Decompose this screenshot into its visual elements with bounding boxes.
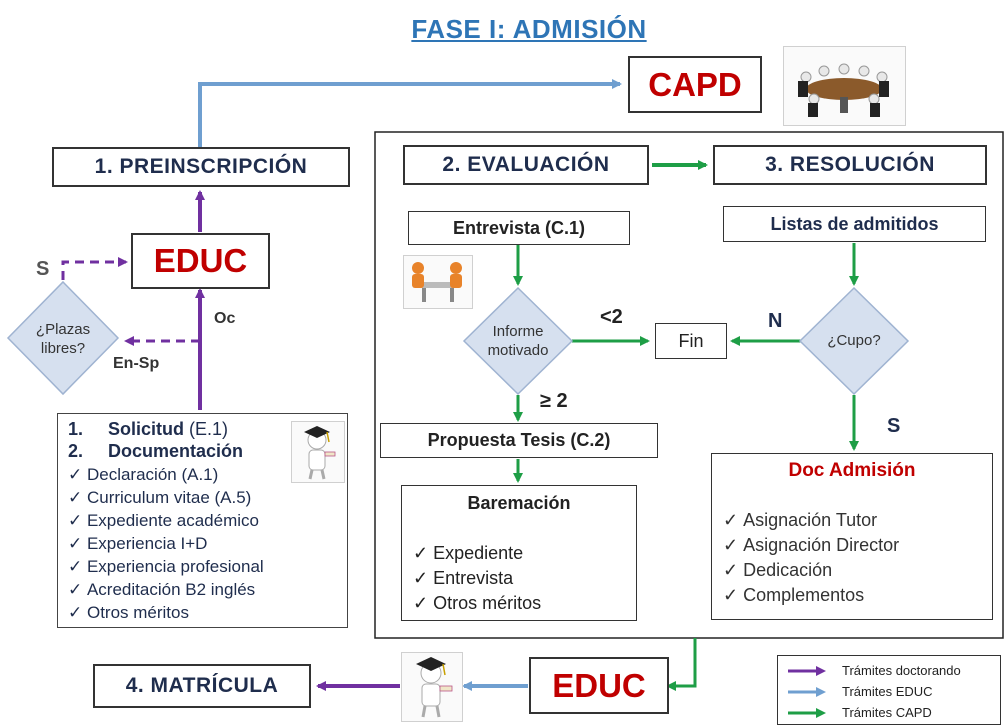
check-item: Experiencia profesional — [68, 555, 264, 578]
check-item: Curriculum vitae (A.5) — [68, 486, 264, 509]
graduate-icon — [304, 426, 336, 480]
plazas-diamond — [6, 280, 120, 396]
educ-top-label: EDUC — [153, 242, 248, 279]
label-ensp: En-Sp — [113, 355, 160, 372]
meeting-table-icon — [798, 63, 889, 117]
meeting-table-image — [783, 46, 906, 126]
propuesta-box[interactable]: Propuesta Tesis (C.2) — [380, 423, 658, 458]
check-item: Experiencia I+D — [68, 532, 264, 555]
legend-item: Trámites CAPD — [786, 705, 932, 720]
legend-arrow-icon — [788, 686, 826, 697]
informe-question: Informe motivado — [487, 323, 549, 359]
matricula-box[interactable]: 4. MATRÍCULA — [93, 664, 311, 708]
capd-box[interactable]: CAPD — [628, 56, 762, 113]
evaluacion-label: 2. EVALUACIÓN — [442, 153, 610, 176]
legend-arrow-icon — [788, 665, 826, 676]
capd-label: CAPD — [648, 65, 742, 103]
entrevista-box[interactable]: Entrevista (C.1) — [408, 211, 630, 245]
legend-arrow-icon — [788, 707, 826, 718]
matricula-label: 4. MATRÍCULA — [125, 674, 279, 697]
fin-label: Fin — [678, 330, 704, 351]
doc-admision-title: Doc Admisión — [788, 460, 916, 481]
check-item: Expediente académico — [68, 509, 264, 532]
check-item: Asignación Director — [723, 533, 899, 558]
preinscripcion-label: 1. PREINSCRIPCIÓN — [94, 155, 308, 178]
entrevista-label: Entrevista (C.1) — [452, 217, 586, 238]
arrow-preinscripcion-capd — [198, 79, 622, 147]
page-title: FASE I: ADMISIÓN — [411, 14, 647, 44]
graduate-icon — [416, 657, 453, 718]
baremacion-title: Baremación — [467, 493, 571, 513]
check-item: Acreditación B2 inglés — [68, 578, 264, 601]
arrow-plazas-educ — [61, 257, 128, 280]
interview-image — [403, 255, 473, 309]
interview-icon — [412, 262, 462, 302]
label-s-right: S — [887, 415, 901, 437]
educ-bottom-label: EDUC — [552, 666, 646, 704]
listas-label: Listas de admitidos — [770, 213, 939, 234]
label-s-left: S — [36, 258, 50, 280]
check-item: Asignación Tutor — [723, 508, 899, 533]
fin-box[interactable]: Fin — [655, 323, 727, 359]
legend-item: Trámites doctorando — [786, 663, 961, 678]
cupo-diamond — [798, 286, 910, 396]
graduate-image-bottom — [401, 652, 463, 722]
check-item: Complementos — [723, 583, 899, 608]
check-item: Otros méritos — [413, 591, 541, 616]
solicitud-item1: 1. Solicitud (E.1) — [68, 419, 229, 439]
label-lt2: <2 — [600, 306, 623, 328]
propuesta-label: Propuesta Tesis (C.2) — [427, 430, 611, 450]
solicitud-item2: 2. Documentación — [68, 441, 244, 461]
label-oc: Oc — [214, 310, 236, 327]
check-item: Otros méritos — [68, 601, 264, 624]
graduate-image-top — [291, 421, 345, 483]
informe-diamond — [462, 286, 574, 396]
cupo-question: ¿Cupo? — [827, 332, 881, 349]
solicitud-checklist: Declaración (A.1) Curriculum vitae (A.5)… — [68, 463, 264, 624]
legend-item: Trámites EDUC — [786, 684, 933, 699]
arrow-frame-educ — [666, 638, 697, 691]
evaluation-frame — [374, 131, 1004, 639]
label-ge2: ≥ 2 — [540, 390, 568, 412]
plazas-question: ¿Plazas libres? — [35, 321, 91, 357]
listas-box[interactable]: Listas de admitidos — [723, 206, 986, 242]
check-item: Entrevista — [413, 566, 541, 591]
resolucion-box[interactable]: 3. RESOLUCIÓN — [713, 145, 987, 185]
check-item: Declaración (A.1) — [68, 463, 264, 486]
doc-admision-checklist: Asignación Tutor Asignación Director Ded… — [723, 508, 899, 608]
educ-top-box[interactable]: EDUC — [131, 233, 270, 289]
preinscripcion-box[interactable]: 1. PREINSCRIPCIÓN — [52, 147, 350, 187]
evaluacion-box[interactable]: 2. EVALUACIÓN — [403, 145, 649, 185]
resolucion-label: 3. RESOLUCIÓN — [765, 153, 935, 176]
educ-bottom-box[interactable]: EDUC — [529, 657, 669, 714]
check-item: Dedicación — [723, 558, 899, 583]
label-n: N — [768, 310, 783, 332]
baremacion-checklist: Expediente Entrevista Otros méritos — [413, 541, 541, 616]
check-item: Expediente — [413, 541, 541, 566]
legend: Trámites doctorando Trámites EDUC Trámit… — [777, 655, 1001, 725]
